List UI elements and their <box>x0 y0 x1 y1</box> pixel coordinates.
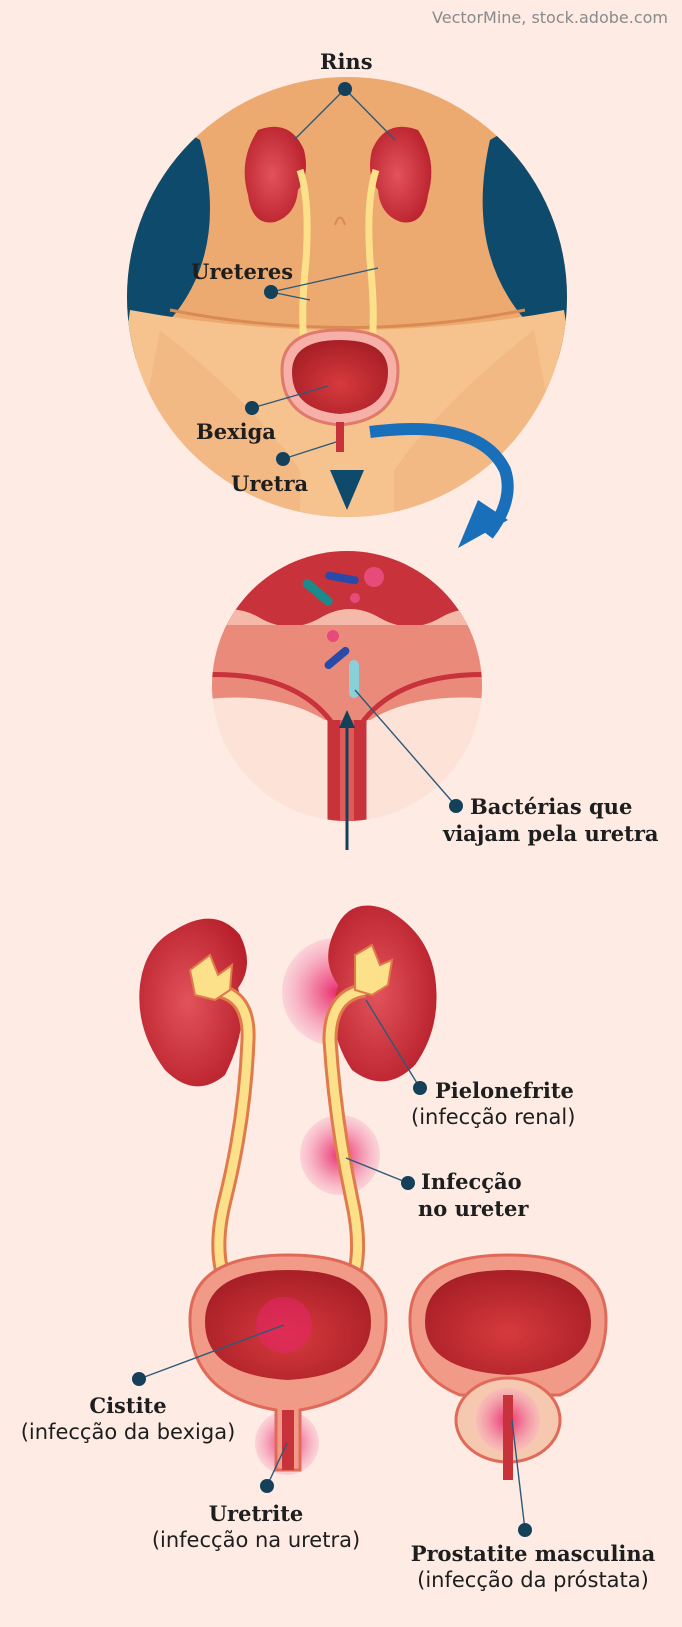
label-rins-text: Rins <box>320 49 373 74</box>
label-prostatite-sub: (infecção da próstata) <box>417 1568 649 1592</box>
label-cistite-sub: (infecção da bexiga) <box>20 1420 236 1444</box>
image-credit: VectorMine, stock.adobe.com <box>432 8 668 27</box>
label-uretrite: Uretrite (infecção na uretra) <box>136 1500 376 1554</box>
label-pielonefrite: Pielonefrite (infecção renal) <box>411 1077 575 1131</box>
label-bacterias-line2: viajam pela uretra <box>443 821 659 846</box>
label-cistite-text: Cistite <box>89 1393 167 1418</box>
urethra-zoom-circle <box>212 551 482 850</box>
label-rins: Rins <box>320 48 373 75</box>
label-bexiga: Bexiga <box>196 418 276 445</box>
body-circle <box>127 77 567 517</box>
label-uretrite-sub: (infecção na uretra) <box>151 1528 361 1552</box>
blue-arrow-icon <box>369 423 514 539</box>
label-pielonefrite-text: Pielonefrite <box>435 1078 574 1103</box>
label-ureteres-text: Ureteres <box>191 259 294 284</box>
label-cistite: Cistite (infecção da bexiga) <box>8 1392 248 1446</box>
label-pointers <box>138 88 526 1531</box>
label-uretrite-text: Uretrite <box>208 1501 304 1526</box>
label-infeccao-line2: no ureter <box>418 1196 529 1221</box>
urinary-tract-diagram <box>139 905 608 1480</box>
label-infeccao-ureter: Infecção no ureter <box>418 1168 528 1222</box>
label-uretra: Uretra <box>231 470 308 497</box>
label-uretra-text: Uretra <box>231 471 309 496</box>
label-ureteres: Ureteres <box>191 258 293 285</box>
label-prostatite: Prostatite masculina (infecção da prósta… <box>398 1540 668 1594</box>
label-bexiga-text: Bexiga <box>196 419 276 444</box>
label-prostatite-text: Prostatite masculina <box>410 1541 656 1566</box>
label-infeccao-line1: Infecção <box>421 1169 522 1194</box>
label-bacterias: Bactérias que viajam pela uretra <box>443 793 659 847</box>
label-pielonefrite-sub: (infecção renal) <box>411 1105 576 1129</box>
label-bacterias-line1: Bactérias que <box>470 794 633 819</box>
label-dots <box>132 82 532 1537</box>
